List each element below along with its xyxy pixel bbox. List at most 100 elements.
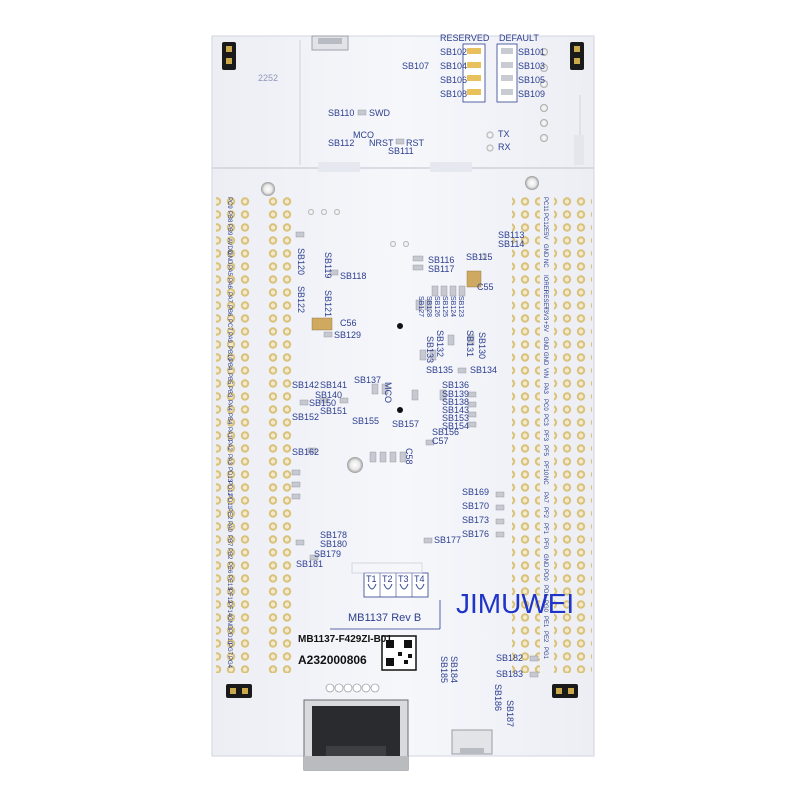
left-pin-label: PE6	[226, 561, 232, 573]
sb186-label: SB186	[493, 684, 503, 712]
sb101-label: SB101	[518, 47, 546, 57]
sb138-label: SB138	[442, 397, 470, 407]
sb181-label: SB181	[296, 559, 324, 569]
right-pin-label: PG1	[542, 646, 548, 659]
sb113-label: SB113	[498, 230, 525, 240]
sb120-label: SB120	[296, 248, 306, 276]
sb156-label: SB156	[432, 427, 460, 437]
sb157-label: SB157	[392, 419, 420, 429]
left-pin-label: PB9	[226, 224, 232, 236]
right-pin-label: NC	[542, 476, 548, 485]
sb154-label: SB154	[442, 421, 470, 431]
sb170-label: SB170	[462, 501, 490, 511]
swd-label: SWD	[369, 108, 390, 118]
right-pin-label: +3V3	[542, 305, 548, 320]
left-pin-label: PD11	[226, 494, 232, 509]
default-label: DEFAULT	[499, 33, 539, 43]
board-rev: MB1137 Rev B	[348, 612, 422, 624]
mco-label: MCO	[353, 130, 374, 140]
sb139-label: SB139	[442, 389, 470, 399]
c55-label: C55	[477, 282, 494, 292]
sb185-label: SB185	[439, 656, 449, 684]
left-pin-label: PE2	[226, 507, 232, 519]
c58-label: C58	[404, 448, 414, 465]
sb104-label: SB104	[440, 61, 468, 71]
sb183-label: SB183	[496, 669, 524, 679]
jumper-bottom-left	[226, 684, 252, 698]
left-pin-label: PA7	[226, 291, 232, 303]
left-pin-label: PB3	[226, 386, 232, 398]
right-pin-label: PG0	[542, 600, 548, 613]
left-pin-label: PB8	[226, 210, 232, 222]
right-pin-label: PA3	[542, 383, 548, 394]
sb134-label: SB134	[470, 365, 498, 375]
sb137-label: SB137	[354, 375, 382, 385]
left-pin-label: PC9	[226, 197, 232, 209]
right-header-inner	[512, 197, 540, 673]
sb110-label: SB110	[328, 108, 355, 118]
sb132-label: SB132	[435, 330, 445, 358]
sb114-label: SB114	[498, 239, 525, 249]
right-pin-label: E5V	[542, 228, 548, 240]
left-pin-label: PA6	[226, 278, 232, 289]
left-pin-label: PA10	[226, 426, 232, 441]
sb107-label: SB107	[402, 61, 430, 71]
left-pin-label: PG4	[226, 656, 232, 669]
sb169-label: SB169	[462, 487, 490, 497]
sb125-label: SB125	[441, 296, 448, 318]
right-pin-label: NC	[542, 259, 548, 268]
sb118-label: SB118	[340, 271, 367, 281]
sb162-label: SB162	[292, 447, 320, 457]
sb177-label: SB177	[434, 535, 462, 545]
jumper-top-right	[570, 42, 584, 70]
sb106-label: SB106	[440, 75, 468, 85]
sb141-label: SB141	[320, 380, 348, 390]
board-part: MB1137-F429ZI-B01	[298, 634, 392, 645]
t4-label: T4	[414, 574, 425, 584]
sb127-label: SB127	[417, 296, 424, 318]
right-pin-label: PC11	[542, 197, 548, 212]
sb173-label: SB173	[462, 515, 490, 525]
sb112-label: SB112	[328, 138, 355, 148]
right-pin-label: PF0	[542, 538, 548, 550]
left-pin-label: PA2	[226, 440, 232, 451]
right-pin-label: PF3	[542, 429, 548, 441]
c56-label: C56	[340, 318, 357, 328]
sb179-label: SB179	[314, 549, 342, 559]
c57-label: C57	[432, 436, 449, 446]
right-pin-label: GND	[542, 336, 548, 350]
sb117-label: SB117	[428, 264, 455, 274]
nrst-label: NRST	[369, 138, 394, 148]
left-pin-label: PC7	[226, 318, 232, 331]
left-pin-label: PE13	[226, 575, 232, 590]
sb119-label: SB119	[323, 252, 333, 279]
right-pin-label: PF2	[542, 507, 548, 519]
left-pin-label: PB7	[226, 534, 232, 546]
right-pin-label: GND	[542, 553, 548, 567]
rx-label: RX	[498, 142, 511, 152]
sb128-label: SB128	[425, 296, 432, 318]
sb150-label: SB150	[309, 398, 337, 408]
right-pin-label: PF10	[542, 460, 548, 475]
right-pin-label: PF5	[542, 445, 548, 457]
sb180-label: SB180	[320, 539, 348, 549]
sb105-label: SB105	[518, 75, 546, 85]
right-pin-label: PA7	[542, 491, 548, 503]
right-pin-label: PE1	[542, 615, 548, 627]
sb140-label: SB140	[315, 390, 343, 400]
left-pin-label: GND	[226, 251, 232, 265]
left-pin-label: PF12	[226, 588, 232, 603]
tx-label: TX	[498, 129, 510, 139]
right-pin-label: +5V	[542, 321, 548, 332]
jumper-bottom-right	[552, 684, 578, 698]
sb121-label: SB121	[323, 290, 333, 318]
left-pin-label: PD13	[226, 467, 232, 483]
sb116-label: SB116	[428, 255, 455, 265]
t2-label: T2	[382, 574, 393, 584]
left-pin-label: PG7	[226, 642, 232, 655]
right-pin-label: PF1	[542, 522, 548, 534]
jumper-top-left	[222, 42, 236, 70]
sb126-label: SB126	[433, 296, 440, 318]
t1-label: T1	[366, 574, 377, 584]
